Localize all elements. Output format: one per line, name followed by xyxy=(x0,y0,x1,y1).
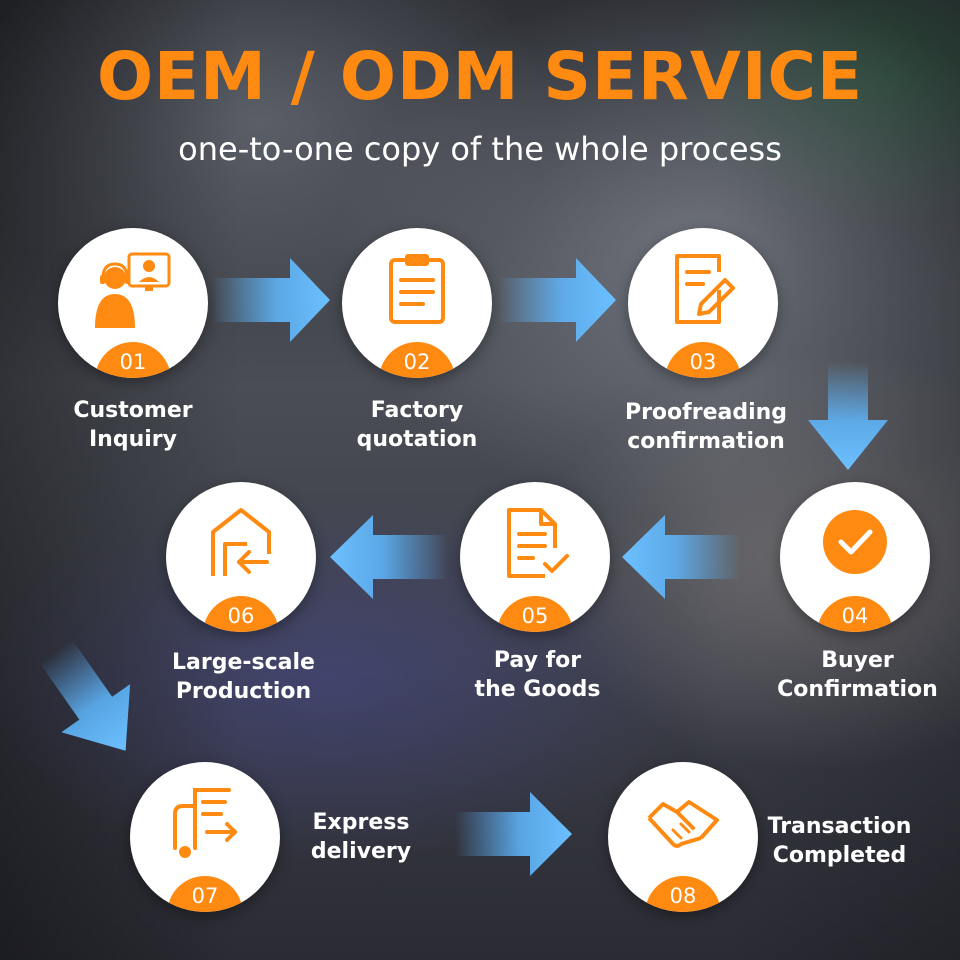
checkmark-icon xyxy=(823,510,887,574)
step-7: 07 xyxy=(130,762,280,912)
document-edit-icon xyxy=(675,254,735,324)
step-8-label: Transaction Completed xyxy=(767,814,912,868)
step-2: 02 xyxy=(342,228,492,378)
arrow-right-3 xyxy=(455,792,572,876)
step-number-badge: 06 xyxy=(203,596,279,632)
step-6: 06 xyxy=(166,482,316,632)
arrow-right-2 xyxy=(498,258,616,342)
step-5: 05 xyxy=(460,482,610,632)
delivery-cart-icon xyxy=(173,788,237,858)
step-number-badge: 05 xyxy=(497,596,573,632)
step-number-badge: 07 xyxy=(167,876,243,912)
warehouse-icon xyxy=(211,508,271,576)
step-1-label: Customer Inquiry xyxy=(73,398,193,452)
step-5-label: Pay for the Goods xyxy=(474,648,601,702)
arrow-down-2 xyxy=(39,639,131,751)
handshake-icon xyxy=(647,800,719,848)
customer-service-icon xyxy=(95,252,171,328)
step-number-badge: 08 xyxy=(645,876,721,912)
document-check-icon xyxy=(507,508,569,578)
step-4: 04 xyxy=(780,482,930,632)
step-1: 01 xyxy=(58,228,208,378)
page-title: OEM / ODM SERVICE xyxy=(96,38,864,115)
arrow-down-1 xyxy=(808,362,888,470)
step-number-badge: 04 xyxy=(817,596,893,632)
step-2-label: Factory quotation xyxy=(356,398,478,452)
step-6-label: Large-scale Production xyxy=(172,650,315,704)
step-number-badge: 01 xyxy=(95,342,171,378)
clipboard-icon xyxy=(389,254,445,324)
page-subtitle: one-to-one copy of the whole process xyxy=(178,130,782,168)
step-8: 08 xyxy=(608,762,758,912)
arrow-left-2 xyxy=(330,515,448,599)
arrow-right-1 xyxy=(212,258,330,342)
arrow-left-1 xyxy=(622,515,740,599)
step-number-badge: 03 xyxy=(665,342,741,378)
step-3: 03 xyxy=(628,228,778,378)
step-4-label: Buyer Confirmation xyxy=(777,648,938,702)
step-number-badge: 02 xyxy=(379,342,455,378)
step-7-label: Express delivery xyxy=(310,810,412,864)
step-3-label: Proofreading confirmation xyxy=(624,400,788,454)
